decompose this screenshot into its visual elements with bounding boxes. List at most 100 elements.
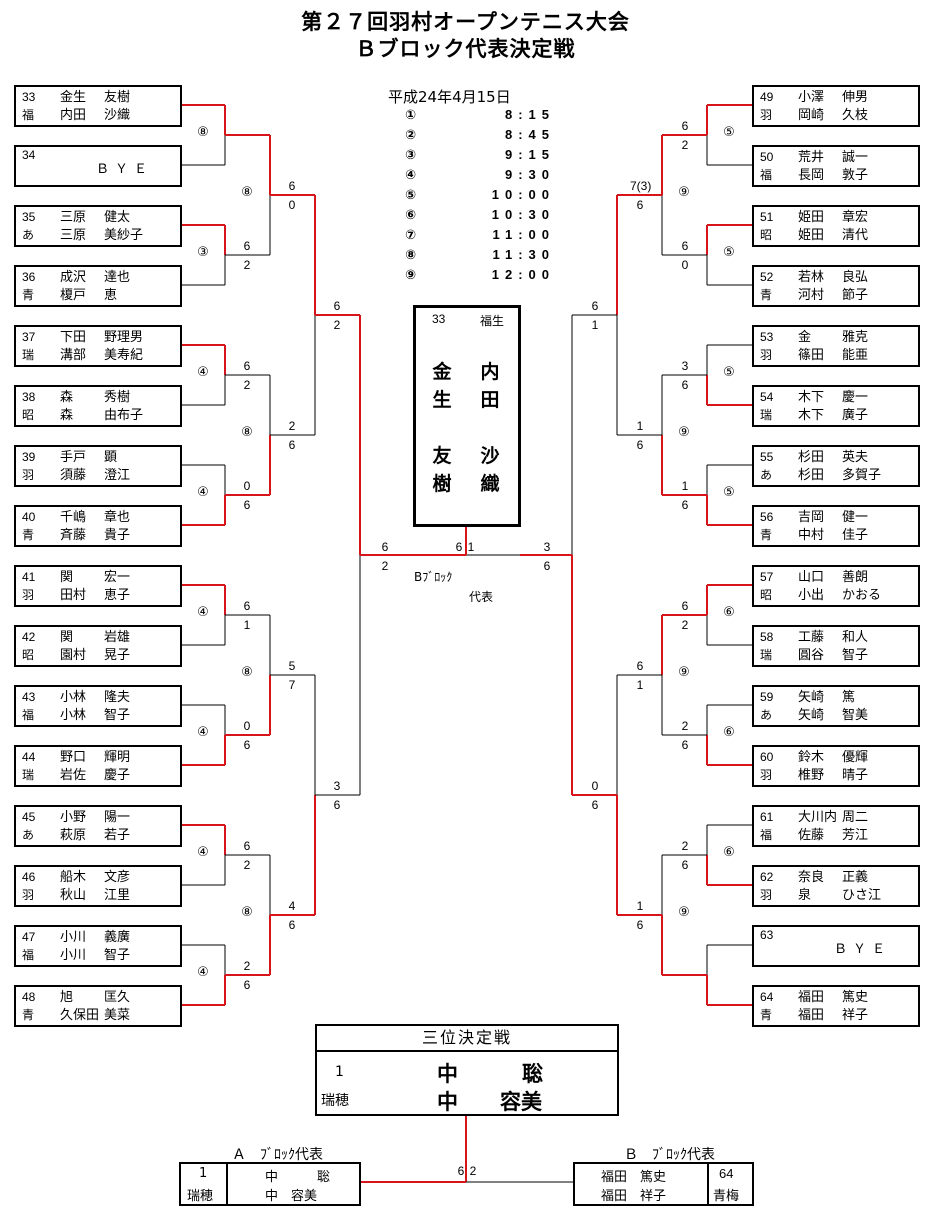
round-time: 8:45 <box>504 127 555 142</box>
player1-family: 金生 <box>60 90 87 105</box>
player2-family: 須藤 <box>60 468 87 483</box>
player2-given: 清代 <box>842 228 869 243</box>
score-bottom: 2 <box>243 258 251 272</box>
r4-score-bottom: 6 <box>543 559 551 573</box>
club-code: あ <box>760 708 773 722</box>
player2-family: 榎戸 <box>60 288 87 303</box>
third-place-box: 三位決定戦 1 瑞穂 中 聡 中 容美 <box>315 1024 619 1116</box>
seed-number: 42 <box>22 630 36 644</box>
player1-family: 若林 <box>798 270 825 285</box>
score-top: 6 <box>243 359 251 373</box>
player2-family: 長岡 <box>798 168 825 183</box>
player1-family: 姫田 <box>798 210 825 225</box>
score-top: 6 <box>243 239 251 253</box>
round-code: ④ <box>197 605 209 620</box>
seed-number: 63 <box>760 928 774 942</box>
champion-char: 樹 <box>432 473 452 495</box>
playoff-score-b: 2 <box>469 1164 477 1178</box>
player1-given: 輝明 <box>104 750 131 765</box>
score-bottom: 6 <box>681 498 689 512</box>
score-top: 6 <box>333 299 341 313</box>
score-bottom: 6 <box>636 438 644 452</box>
champion-name-right: 内田沙織 <box>478 358 502 498</box>
player2-given: 貴子 <box>104 528 131 543</box>
player1-family: 福田 <box>798 990 825 1005</box>
seed-number: 61 <box>760 810 774 824</box>
player2-given: 節子 <box>842 288 869 303</box>
player1-family: 下田 <box>60 330 87 345</box>
player2-given: 澄江 <box>104 468 131 483</box>
round-code: ⑧ <box>197 125 209 140</box>
seed-number: 38 <box>22 390 36 404</box>
playoff-score-a: 6 <box>457 1164 465 1178</box>
player2-family: 秋山 <box>60 888 87 903</box>
player1-family: 小野 <box>60 810 87 825</box>
player1-family: 小川 <box>60 930 87 945</box>
score-bottom: 6 <box>243 978 251 992</box>
player2-family: 溝部 <box>60 348 87 363</box>
champion-box: 33 福生 金生友樹 内田沙織 <box>413 305 521 527</box>
player1-family: 奈良 <box>798 870 825 885</box>
player1-family: 鈴木 <box>798 750 825 765</box>
player1-family: 小澤 <box>798 90 825 105</box>
player2-family: 萩原 <box>60 828 87 843</box>
club-code: 羽 <box>22 888 35 902</box>
round-code: ③ <box>197 245 209 260</box>
player2-family: 杉田 <box>798 468 825 483</box>
player1-family: 野口 <box>60 750 87 765</box>
champion-char: 生 <box>432 389 452 411</box>
player2-family: 姫田 <box>798 228 825 243</box>
player1-given: 章宏 <box>842 210 869 225</box>
champion-char: 沙 <box>480 445 500 467</box>
player1-given: 匡久 <box>104 990 131 1005</box>
player2-family: 佐藤 <box>798 828 825 843</box>
player1-given: 健一 <box>842 510 869 525</box>
player1-given: 雅克 <box>842 330 869 345</box>
player2-family: 岩佐 <box>60 768 87 783</box>
player2-family: 田村 <box>60 588 87 603</box>
club-code: 瑞 <box>760 408 773 422</box>
seed-number: 47 <box>22 930 36 944</box>
player1-given: 宏一 <box>104 570 131 585</box>
score-top: 1 <box>681 479 689 493</box>
player2-family: 岡崎 <box>798 108 825 123</box>
score-top: 6 <box>681 239 689 253</box>
player2-family: 小出 <box>798 588 825 603</box>
player1-given: 善朗 <box>842 570 869 585</box>
third-place-club: 瑞穂 <box>321 1093 349 1109</box>
champion-clubs: 福生 <box>480 314 505 328</box>
champion-char <box>430 414 454 442</box>
player1-given: 秀樹 <box>104 390 131 405</box>
player2-family: 内田 <box>60 108 87 123</box>
player1-family: 小林 <box>60 690 87 705</box>
score-bottom: 6 <box>333 798 341 812</box>
player1-family: 千嶋 <box>60 510 87 525</box>
seed-number: 37 <box>22 330 36 344</box>
champion-label-block: Bﾌﾞﾛｯｸ <box>414 570 453 584</box>
club-code: 羽 <box>760 768 773 782</box>
seed-number: 36 <box>22 270 36 284</box>
player2-given: 晃子 <box>104 648 131 663</box>
score-top: 6 <box>288 179 296 193</box>
player1-family: 木下 <box>798 390 825 405</box>
player2-given: 久枝 <box>842 108 869 123</box>
score-bottom: 6 <box>288 918 296 932</box>
club-code: あ <box>22 228 35 242</box>
player2-family: 圓谷 <box>798 648 825 663</box>
b-rep-p1: 福田 篤史 <box>601 1170 667 1185</box>
bye-label: ＢＹＥ <box>96 162 154 177</box>
seed-number: 41 <box>22 570 36 584</box>
b-rep-club: 青梅 <box>713 1189 740 1204</box>
round-time: 8:15 <box>504 107 555 122</box>
player2-family: 園村 <box>60 648 87 663</box>
